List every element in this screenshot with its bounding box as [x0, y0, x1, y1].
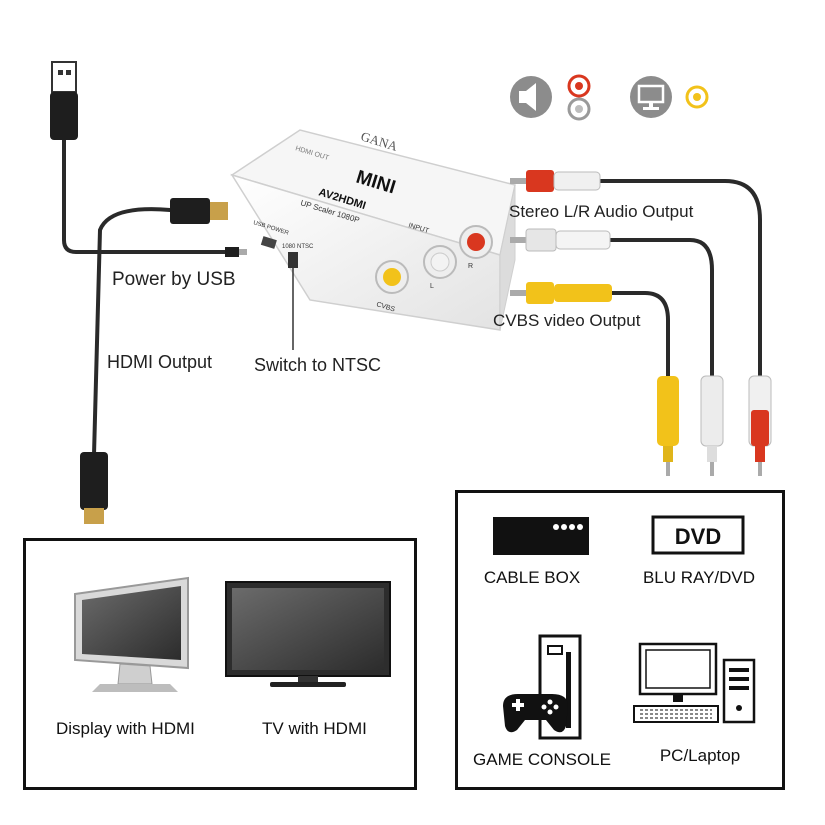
- converter-box: [230, 129, 516, 331]
- hdmi-output-label: HDMI Output: [107, 352, 213, 372]
- dvd-icon: [651, 515, 745, 555]
- tv-icon: [225, 581, 391, 687]
- monitor-icon: [630, 76, 672, 118]
- cable-box-caption: CABLE BOX: [483, 568, 581, 587]
- switch-right-text: NTSC: [297, 244, 314, 250]
- switch-ntsc-label: Switch to NTSC: [254, 355, 382, 375]
- l-port-text: L: [430, 283, 434, 290]
- red-jack-icon: [567, 74, 591, 98]
- tv-hdmi-caption: TV with HDMI: [262, 719, 367, 738]
- cable-box-icon: [493, 517, 589, 555]
- input-devices-box: [455, 490, 785, 790]
- game-console-icon: [503, 634, 582, 740]
- white-rca-plug-vertical: [700, 375, 724, 476]
- yellow-rca-plug-vertical: [657, 376, 679, 476]
- game-console-caption: GAME CONSOLE: [473, 750, 611, 769]
- dvd-badge-text: DVD: [675, 524, 721, 549]
- white-rca-plug: [510, 228, 611, 252]
- white-jack-icon: [567, 97, 591, 121]
- red-rca-plug-vertical: [748, 375, 772, 476]
- blu-ray-dvd-caption: BLU RAY/DVD: [642, 568, 756, 587]
- yellow-jack-icon: [685, 85, 709, 109]
- output-devices-box: [23, 538, 417, 790]
- hdmi-plug-bottom: [80, 452, 108, 524]
- usb-plug: [50, 61, 78, 140]
- pc-icon: [633, 642, 756, 724]
- switch-left-text: 1080: [282, 244, 296, 250]
- red-rca-plug: [510, 170, 601, 192]
- r-port-text: R: [468, 263, 473, 270]
- power-label: Power by USB: [112, 269, 236, 290]
- micro-usb-plug: [225, 247, 247, 257]
- hdmi-plug-top: [170, 198, 228, 224]
- monitor-icon: [74, 576, 189, 692]
- video-output-label: CVBS video Output: [493, 311, 641, 330]
- pc-laptop-caption: PC/Laptop: [659, 746, 741, 765]
- speaker-icon: [510, 76, 552, 118]
- audio-output-label: Stereo L/R Audio Output: [509, 202, 694, 221]
- yellow-rca-plug: [510, 282, 612, 304]
- cables: [62, 138, 762, 457]
- display-hdmi-caption: Display with HDMI: [56, 719, 195, 738]
